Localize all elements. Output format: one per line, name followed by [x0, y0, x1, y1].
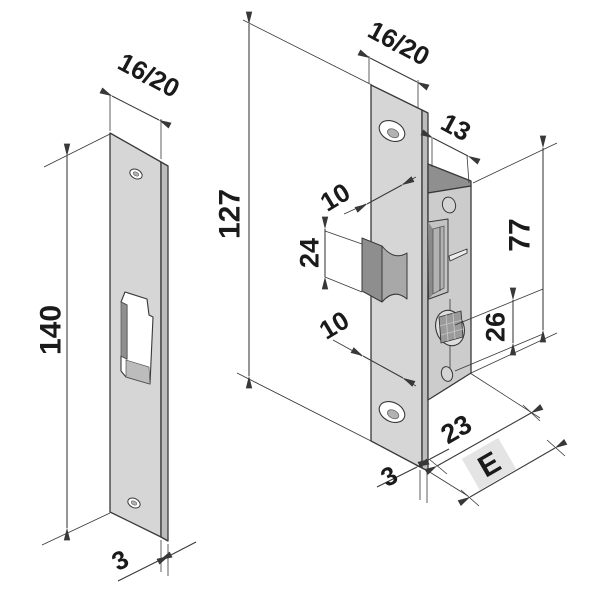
dim-label-faceplate-height: 127 [214, 189, 247, 239]
dim-label-strike-plate-thickness: 3 [107, 543, 134, 576]
dim-label-case-height: 77 [504, 218, 537, 251]
case-fixing-hole-bottom [440, 366, 454, 382]
dim-label-backset-value: 23 [436, 409, 477, 450]
latch-bolt [361, 237, 408, 303]
case-latch-window [427, 218, 449, 300]
dim-label-spindle-to-hole: 26 [480, 312, 510, 342]
spindle-hole [435, 299, 465, 368]
latch-window-recess [428, 222, 433, 299]
dimension-lines [41, 11, 568, 582]
strike-plate-screw-hole-bottom [127, 497, 141, 509]
dim-label-latch-offset-bottom: 10 [314, 305, 354, 346]
latch-bolt-front [381, 245, 408, 303]
dim-label-strike-plate-height: 140 [35, 305, 68, 355]
strike-plate-edge [160, 161, 169, 542]
dim-label-strike-plate-width: 16/20 [113, 47, 185, 104]
strike-plate-latch-cutout [120, 291, 154, 385]
strike-plate-screw-hole-top [129, 168, 143, 180]
dim-label-latch-height: 24 [294, 238, 324, 268]
faceplate-screw-hole-bottom [378, 400, 406, 424]
cutout-bottom-facet [125, 359, 151, 385]
spindle-square [438, 310, 464, 344]
case-slot [448, 248, 468, 262]
case-fixing-hole-top [441, 196, 457, 214]
cutout-left-facet [120, 301, 128, 360]
latch-bolt-side [361, 237, 383, 303]
strike-plate [109, 132, 169, 542]
lock-faceplate-edge [421, 109, 429, 472]
dim-label-faceplate-width: 16/20 [363, 15, 435, 72]
latch-body-in-window [432, 225, 445, 295]
dim-label-case-depth: 13 [436, 107, 476, 147]
dim-highlight-backset-code [461, 437, 517, 491]
faceplate-screw-hole-top [378, 119, 406, 143]
